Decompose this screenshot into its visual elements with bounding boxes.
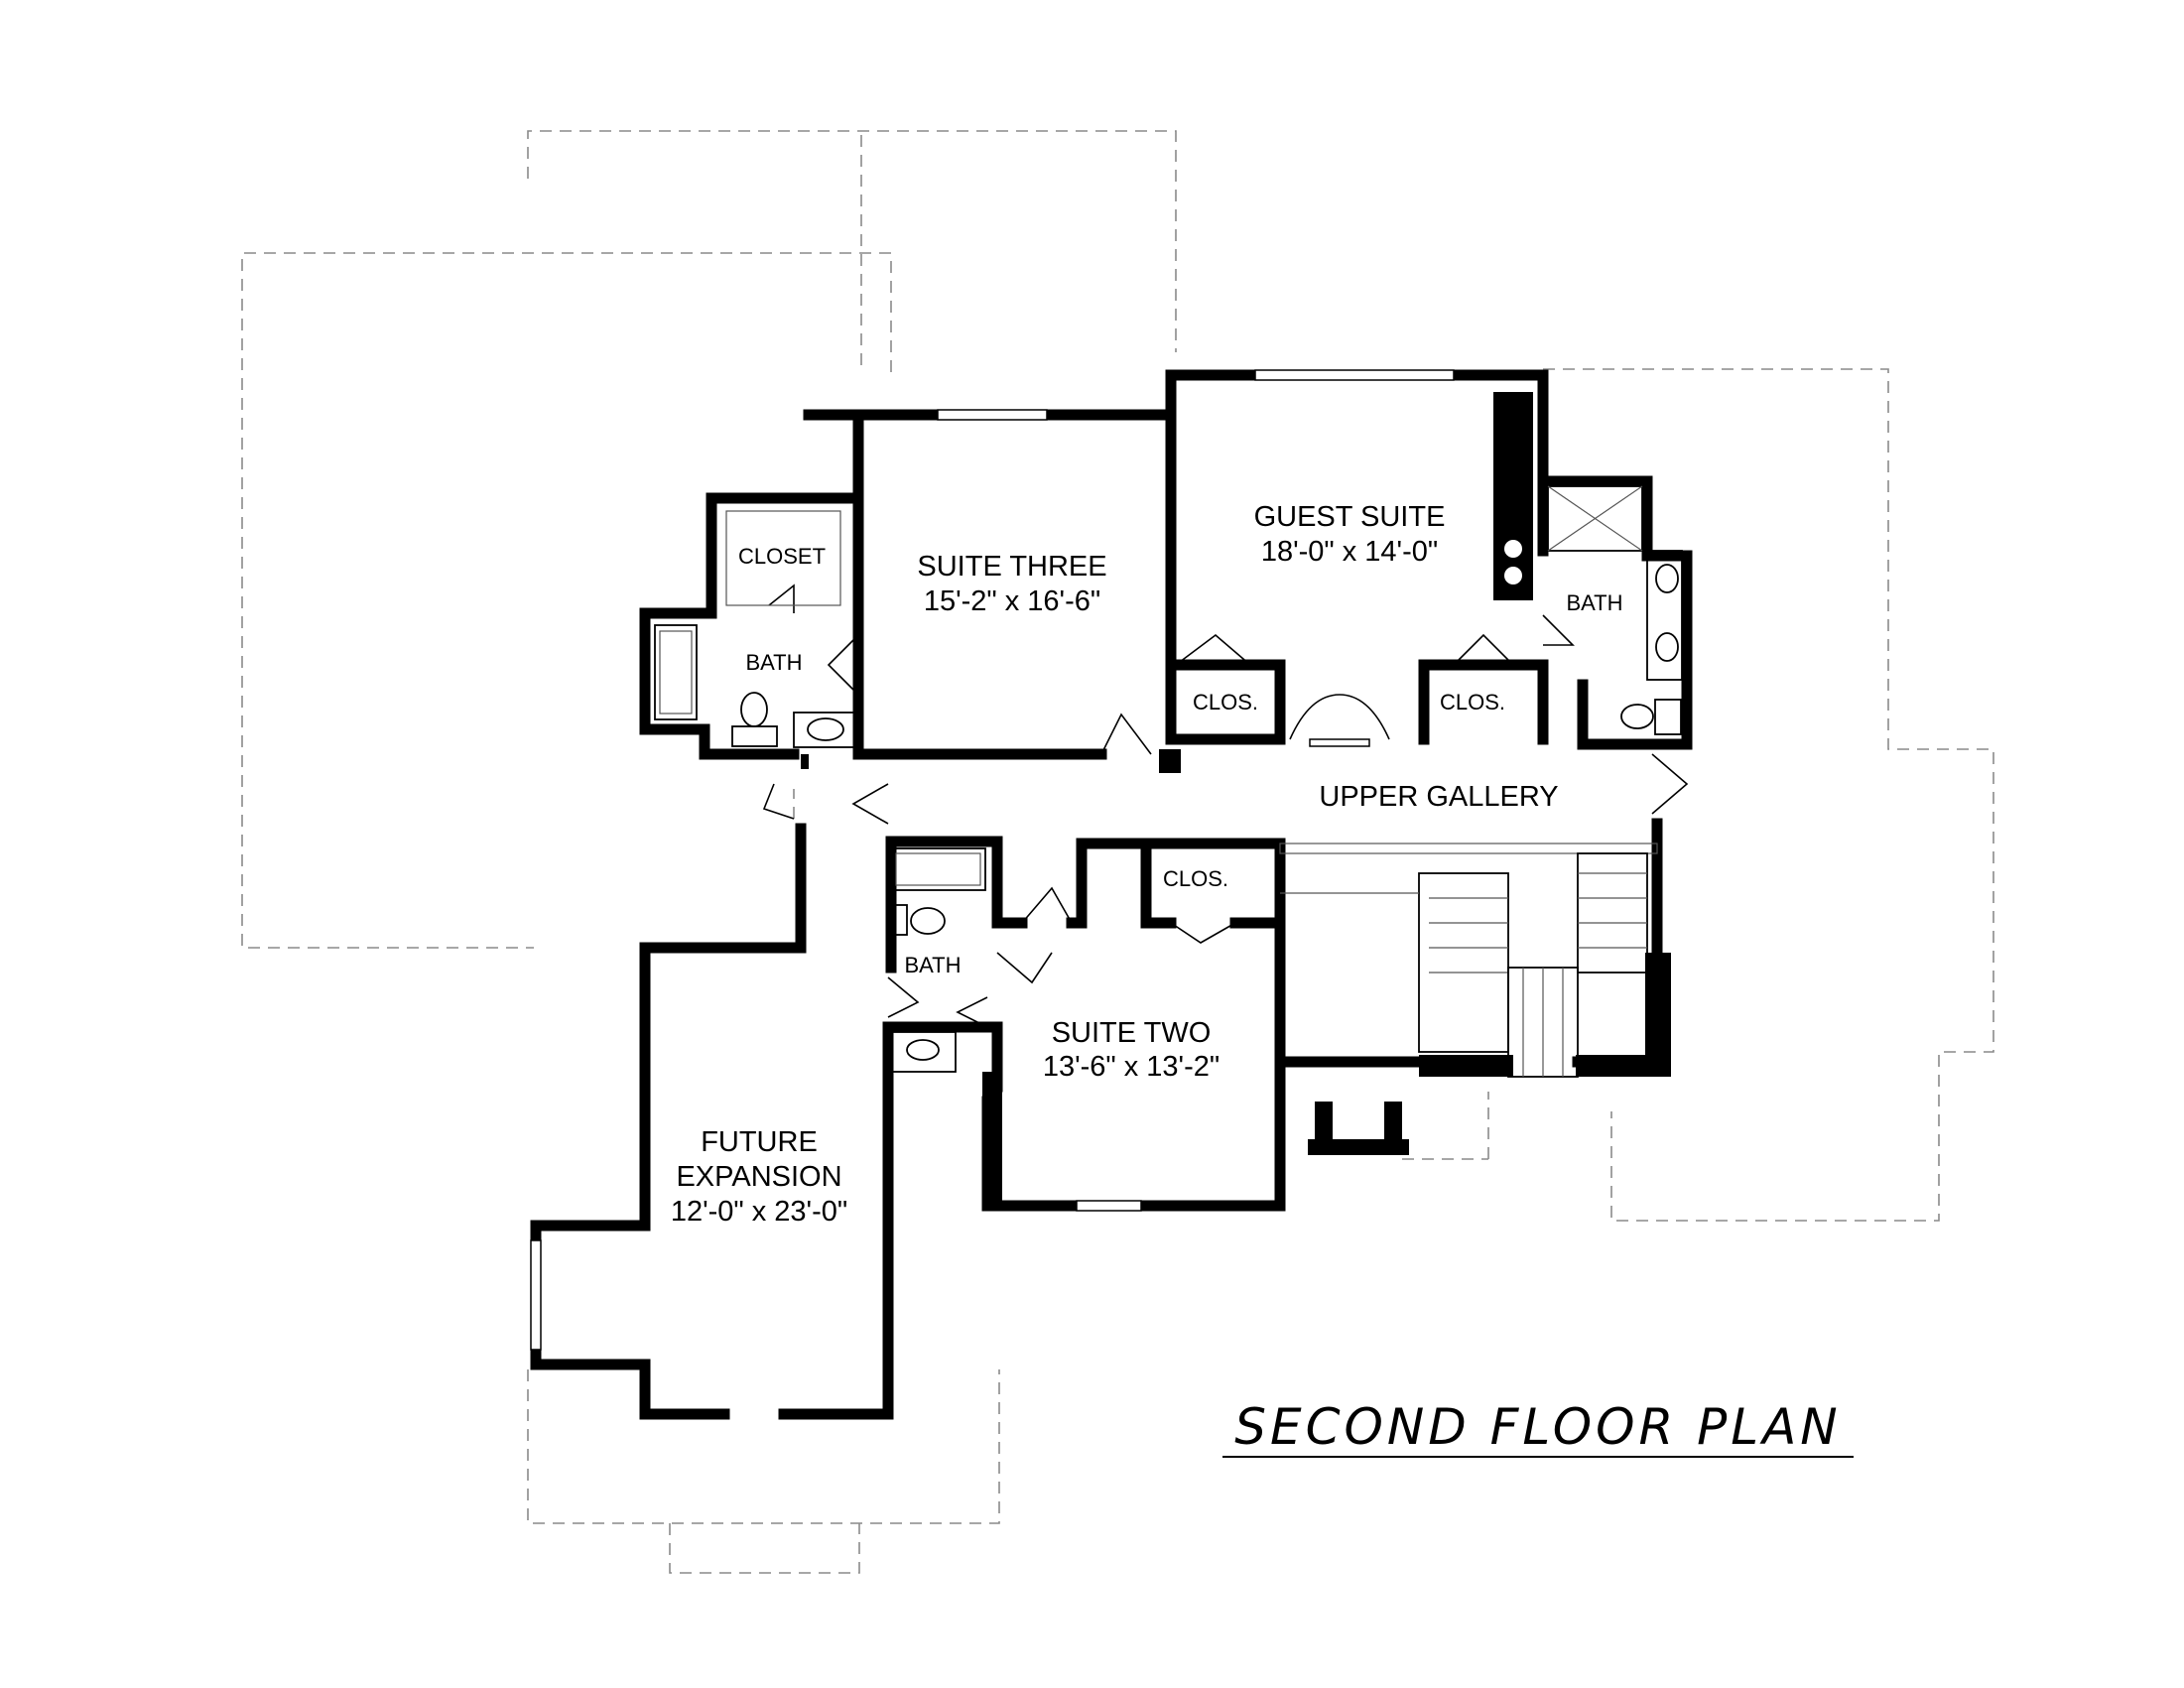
bath-suite-two-name: BATH: [904, 953, 961, 977]
upper-gallery-name: UPPER GALLERY: [1319, 781, 1558, 813]
guest-suite-size: 18'-0" x 14'-0": [1261, 536, 1438, 568]
suite-two-size: 13'-6" x 13'-2": [1043, 1051, 1220, 1083]
door-swings: [762, 584, 1689, 1028]
suite-two-name: SUITE TWO: [1052, 1017, 1212, 1049]
bath-guest-name: BATH: [1566, 590, 1622, 615]
clos-guest-left-name: CLOS.: [1193, 690, 1258, 714]
bath-suite-three-name: BATH: [745, 650, 802, 675]
clos-guest-right-name: CLOS.: [1440, 690, 1505, 714]
bath-fixtures: [654, 485, 1683, 1073]
guest-suite-name: GUEST SUITE: [1254, 501, 1446, 533]
closet-name: CLOSET: [738, 544, 826, 569]
clos-suite-two-name: CLOS.: [1163, 866, 1228, 891]
windows: [530, 369, 1455, 1351]
future-expansion-name-line2: EXPANSION: [676, 1161, 841, 1193]
roof-outline: [241, 130, 1994, 1574]
plan-title: SECOND FLOOR PLAN: [1234, 1398, 1841, 1456]
plan-title-group: SECOND FLOOR PLAN: [1222, 1398, 1854, 1458]
future-expansion-size: 12'-0" x 23'-0": [671, 1196, 847, 1228]
wall-posts: [801, 392, 1671, 1206]
suite-three-size: 15'-2" x 16'-6": [924, 585, 1100, 617]
suite-three-name: SUITE THREE: [917, 551, 1106, 583]
fireplace: [1504, 540, 1522, 584]
stair: [1279, 843, 1658, 1078]
room-labels: SUITE THREE 15'-2" x 16'-6" GUEST SUITE …: [671, 501, 1623, 1228]
future-expansion-name-line1: FUTURE: [701, 1126, 818, 1158]
